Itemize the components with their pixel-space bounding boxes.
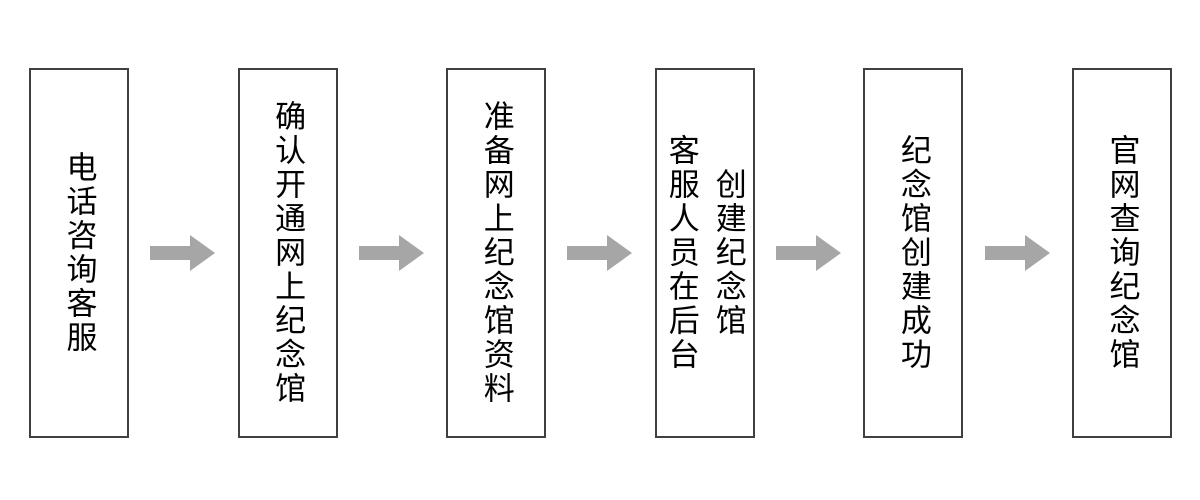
flow-step-2: 确认开通网上纪念馆 <box>237 68 338 438</box>
flow-step-6: 官网查询纪念馆 <box>1071 68 1172 438</box>
flow-arrow-1 <box>150 234 216 272</box>
right-arrow-icon <box>567 235 633 271</box>
flow-step-3-label: 准备网上纪念馆资料 <box>478 100 514 406</box>
flow-arrow-3 <box>567 234 633 272</box>
flow-arrow-2 <box>358 234 425 272</box>
flow-step-5-label: 纪念馆创建成功 <box>895 134 931 372</box>
flow-arrow-4 <box>776 234 842 272</box>
flow-step-4: 客服人员在后台 创建纪念馆 <box>654 68 755 438</box>
right-arrow-icon <box>776 235 842 271</box>
right-arrow-icon <box>984 235 1050 271</box>
right-arrow-icon <box>358 235 424 271</box>
flow-arrow-5 <box>984 234 1051 272</box>
flow-step-3: 准备网上纪念馆资料 <box>446 68 547 438</box>
flow-step-5: 纪念馆创建成功 <box>863 68 964 438</box>
right-arrow-icon <box>150 235 216 271</box>
flow-step-4-label: 客服人员在后台 创建纪念馆 <box>663 134 746 372</box>
flow-step-1: 电话咨询客服 <box>29 68 129 438</box>
flow-step-1-label: 电话咨询客服 <box>61 151 97 355</box>
flow-step-2-label: 确认开通网上纪念馆 <box>270 100 306 406</box>
flow-step-6-label: 官网查询纪念馆 <box>1104 134 1140 372</box>
